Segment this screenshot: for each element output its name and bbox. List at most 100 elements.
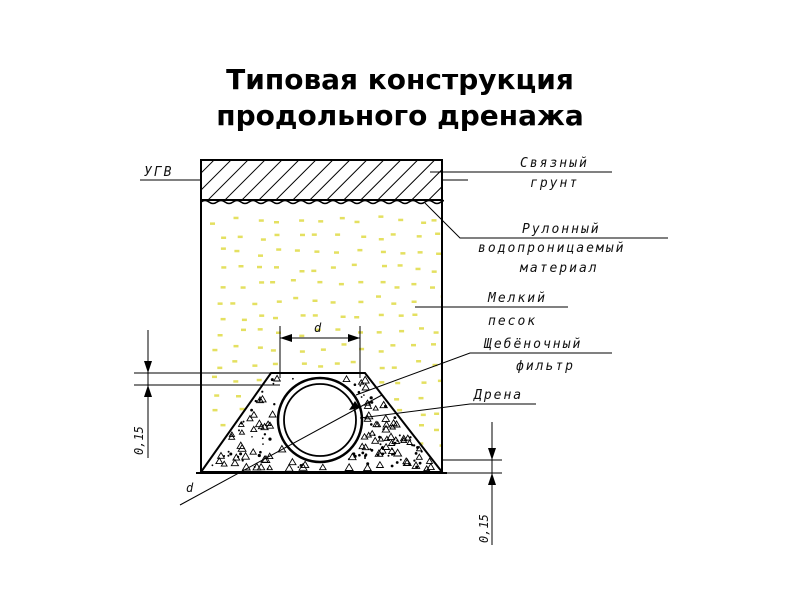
gravel-particle (370, 423, 373, 426)
gravel-particle (372, 404, 379, 411)
sand-dot (391, 302, 397, 305)
gravel-particle (370, 401, 374, 404)
gravel-particle (362, 463, 372, 472)
gravel-particle (379, 400, 389, 409)
gravel-particle (259, 450, 262, 454)
gravel-particle (415, 453, 424, 460)
sand-dot (312, 314, 318, 317)
gravel-particle (227, 450, 230, 453)
gravel-particle (393, 416, 397, 419)
sand-dot (394, 286, 400, 289)
left-015-label: 0,15 (132, 426, 146, 455)
gravel-particle (211, 464, 214, 467)
sand-dot (314, 250, 320, 253)
sand-dot (221, 266, 227, 269)
gravel-particle (393, 441, 397, 445)
gravel-particle (401, 438, 404, 441)
sand-dot (252, 302, 258, 306)
gravel-particle (262, 443, 264, 445)
fine-sand-label-2: песок (488, 314, 537, 329)
sand-dot (330, 266, 336, 269)
gravel-particle (364, 411, 374, 420)
gravel-particle (250, 408, 254, 412)
gravel-particle (268, 410, 277, 418)
sand-dot (420, 413, 426, 417)
gravel-particle (399, 458, 402, 461)
sand-dot (435, 232, 441, 235)
sand-dot (318, 220, 324, 223)
sand-dot (238, 265, 244, 268)
gravel-particle (342, 374, 351, 383)
gravel-particle (387, 454, 390, 457)
sand-dot (418, 396, 424, 400)
sand-dot (236, 395, 241, 398)
sand-dot (398, 314, 404, 317)
gravel-particle (363, 414, 372, 422)
gravel-particle (361, 383, 371, 391)
gravel-particle (374, 449, 384, 457)
gravel-particle (228, 431, 236, 437)
sand-dot (220, 423, 226, 427)
sand-dot (259, 314, 265, 317)
sand-dot (212, 348, 218, 352)
sand-dot (411, 282, 417, 286)
sand-dot (390, 344, 396, 347)
diagram-title: Типовая конструкция продольного дренажа (0, 62, 800, 134)
sand-dot (210, 222, 215, 225)
gravel-particle (357, 378, 365, 385)
gravel-particle (383, 435, 391, 442)
gravel-particle (376, 453, 380, 457)
gravel-particle (251, 436, 253, 438)
gravel-particle (402, 458, 412, 466)
sand-dot (380, 250, 386, 254)
sand-dot (317, 280, 323, 284)
right-dim-arrow-bottom (488, 473, 496, 485)
gravel-particle (261, 437, 264, 440)
gravel-particle (255, 396, 265, 404)
sand-dot (359, 347, 365, 351)
sand-dot (431, 219, 437, 222)
sand-dot (312, 299, 318, 302)
sand-dot (341, 343, 347, 346)
gravel-particle (382, 420, 391, 428)
sand-dot (221, 236, 227, 239)
gravel-particle (258, 398, 262, 401)
gravel-particle (227, 433, 236, 440)
sand-dot (415, 267, 421, 271)
sand-dot (351, 263, 357, 267)
gravel-particle (263, 433, 267, 436)
gravel-particle (364, 457, 366, 459)
sand-dot (233, 380, 239, 383)
sand-dot (431, 270, 437, 273)
d-diagonal-leader (179, 394, 383, 506)
sand-dot (230, 302, 236, 305)
sand-dot (378, 215, 384, 218)
d-diagonal-label: d (186, 481, 194, 495)
gravel-particle (396, 439, 399, 442)
gravel-particle (364, 453, 368, 457)
gravel-leader (355, 352, 612, 396)
gravel-particle (260, 422, 269, 431)
sand-dot (398, 218, 404, 222)
sand-dot (382, 264, 387, 268)
drain-leader (359, 403, 536, 419)
gravel-particle (353, 383, 357, 387)
sand-dot (290, 279, 296, 282)
gravel-particle (353, 454, 357, 458)
gravel-particle (246, 414, 254, 422)
sand-dot (258, 219, 264, 222)
sand-dot (350, 360, 356, 364)
gravel-particle (268, 437, 272, 441)
gravel-particle (359, 384, 362, 387)
cohesive-soil-label-1: Связный (520, 156, 589, 171)
sand-dot (379, 366, 385, 370)
gravel-particle (390, 464, 394, 468)
sand-dot (311, 269, 317, 273)
gravel-particle (272, 382, 275, 385)
gravel-particle (391, 448, 394, 450)
left-dim-arrow-bottom (144, 385, 152, 397)
sand-dot (378, 313, 384, 317)
sand-dot (241, 328, 246, 332)
gravel-particle (425, 457, 434, 464)
rolled-material-label-1: Рулонный (522, 222, 601, 237)
